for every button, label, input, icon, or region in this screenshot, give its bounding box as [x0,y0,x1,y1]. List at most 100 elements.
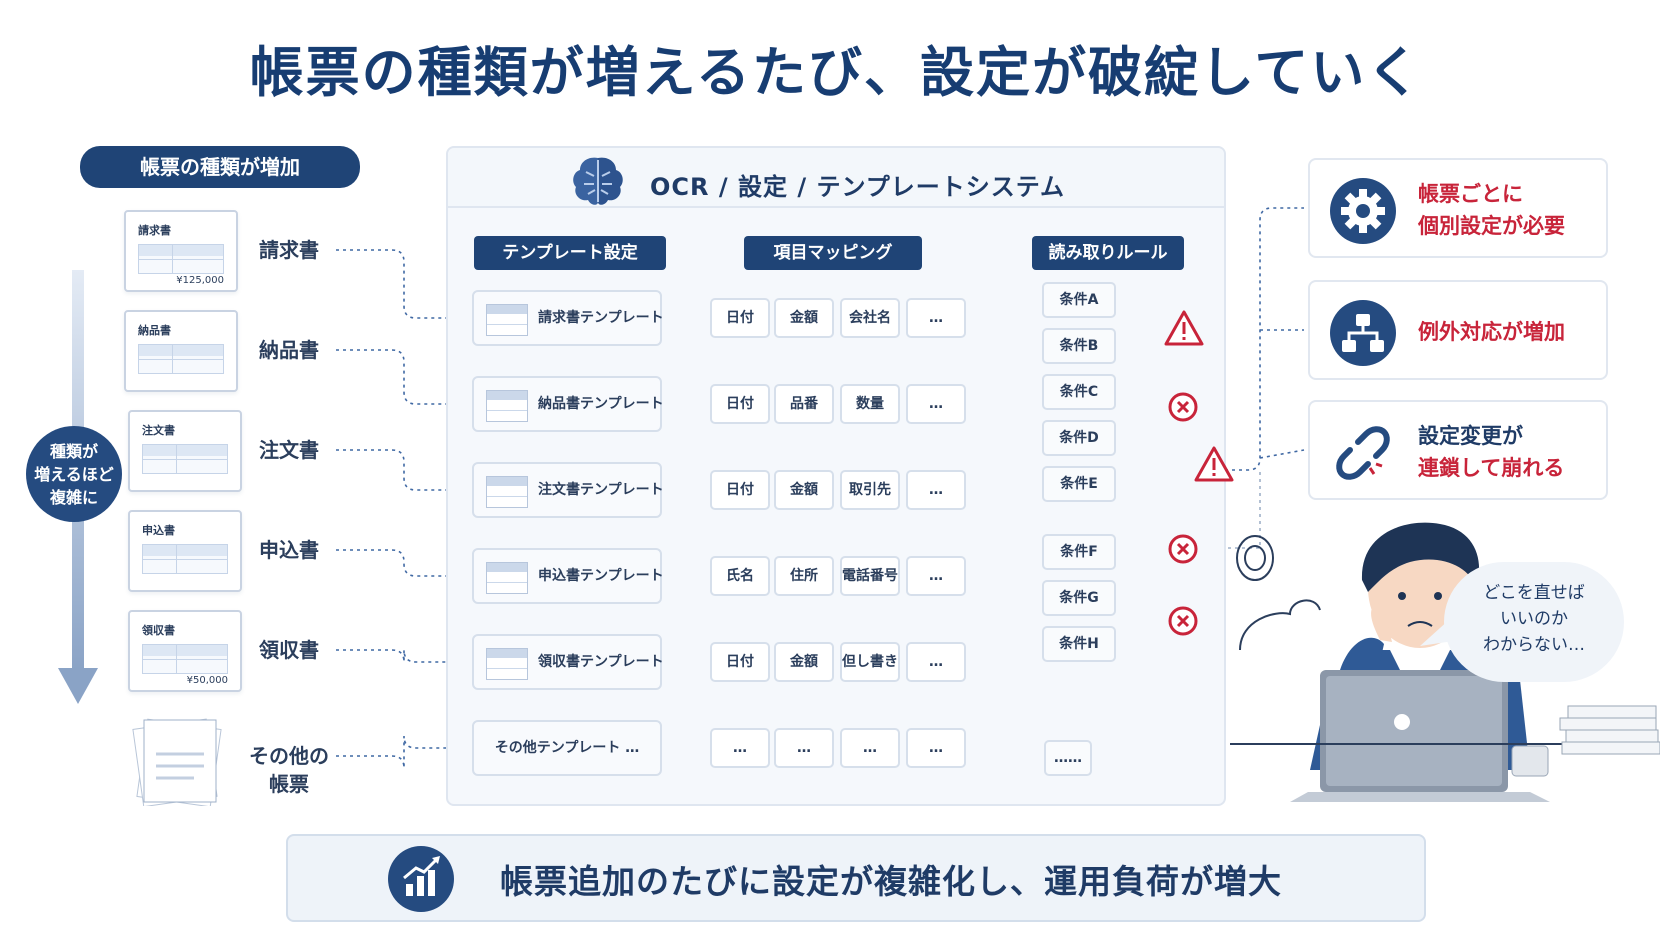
mapping-field-chip[interactable]: … [906,642,966,682]
document-type-label: その他の 帳票 [249,744,329,796]
document-table-graphic [142,544,228,574]
document-thumbnail: 注文書 [128,410,242,492]
mapping-field-chip[interactable]: 数量 [840,384,900,424]
document-thumbnail: 請求書¥125,000 [124,210,238,292]
mapping-field-chip[interactable]: … [774,728,834,768]
document-type-label: 請求書 [259,238,319,262]
doc-to-template-line [336,249,470,319]
mapping-field-chip[interactable]: … [906,556,966,596]
rule-condition[interactable]: 条件E [1042,466,1116,502]
document-type-label: 納品書 [259,338,319,362]
rule-condition[interactable]: 条件D [1042,420,1116,456]
issue-link-line [1218,207,1304,471]
template-card[interactable]: その他テンプレート … [472,720,662,776]
column-header-mapping: 項目マッピング [744,236,922,270]
complexity-badge: 種類が 増えるほど 複雑に [26,426,122,522]
mapping-field-chip[interactable]: … [906,728,966,768]
issue-card: 設定変更が連鎖して崩れる [1308,400,1608,500]
document-type-label: 領収書 [259,638,319,662]
mapping-field-chip[interactable]: 金額 [774,298,834,338]
document-thumbnail: 領収書 ¥50,000 [128,610,242,692]
error-x-icon [1168,534,1198,564]
document-table-graphic [138,244,224,274]
rule-condition[interactable]: …… [1044,740,1092,776]
document-table-graphic [142,444,228,474]
issue-link-line [1200,470,1261,549]
mapping-field-chip[interactable]: 品番 [774,384,834,424]
template-card[interactable]: 納品書テンプレート [472,376,664,432]
document-stack-icon [124,718,234,808]
template-icon [486,304,528,336]
template-label: その他テンプレート … [494,740,640,756]
template-label: 注文書テンプレート [538,482,664,498]
template-card[interactable]: 領収書テンプレート [472,634,664,690]
issue-card-text: 連鎖して崩れる [1418,456,1565,480]
mapping-field-chip[interactable]: … [906,298,966,338]
badge-line: 増えるほど [34,465,114,484]
mapping-field-chip[interactable]: … [710,728,770,768]
document-amount: ¥50,000 [186,675,228,686]
column-header-templates: テンプレート設定 [474,236,666,270]
mapping-field-chip[interactable]: … [906,384,966,424]
document-amount: ¥125,000 [176,275,224,286]
hierarchy-icon [1330,300,1396,366]
mapping-field-chip[interactable]: 日付 [710,470,770,510]
doc-to-template-line [336,735,470,769]
rule-condition[interactable]: 条件C [1042,374,1116,410]
template-card[interactable]: 申込書テンプレート [472,548,664,604]
document-type-label: 申込書 [259,538,319,562]
document-thumbnail-title: 申込書 [142,524,175,537]
speech-line: どこを直せば [1483,583,1585,603]
speech-line: わからない… [1483,635,1585,655]
document-thumbnail-title: 領収書 [142,624,175,637]
broken-link-icon [1330,420,1396,486]
mapping-field-chip[interactable]: 取引先 [840,470,900,510]
mapping-field-chip[interactable]: 氏名 [710,556,770,596]
issue-card-text: 例外対応が増加 [1418,320,1565,344]
mapping-field-chip[interactable]: 住所 [774,556,834,596]
page-title: 帳票の種類が増えるたび、設定が破綻していく [249,41,1423,104]
issue-card-text: 帳票ごとに [1418,182,1523,206]
issue-card: 例外対応が増加 [1308,280,1608,380]
document-table-graphic [142,644,228,674]
rule-condition[interactable]: 条件B [1042,328,1116,364]
document-thumbnail: 申込書 [128,510,242,592]
mapping-field-chip[interactable]: 会社名 [840,298,900,338]
error-x-icon [1168,606,1198,636]
mapping-field-chip[interactable]: 日付 [710,298,770,338]
warning-icon [1194,446,1234,482]
template-card[interactable]: 請求書テンプレート [472,290,664,346]
mapping-field-chip[interactable]: 日付 [710,384,770,424]
document-type-label: 注文書 [259,438,319,462]
rule-condition[interactable]: 条件G [1042,580,1116,616]
summary-text: 帳票追加のたびに設定が複雑化し、運用負荷が増大 [500,862,1282,901]
template-card[interactable]: 注文書テンプレート [472,462,664,518]
speech-line: いいのか [1500,609,1568,629]
template-label: 領収書テンプレート [538,654,664,670]
rule-condition[interactable]: 条件A [1042,282,1116,318]
error-x-icon [1168,392,1198,422]
mapping-field-chip[interactable]: 日付 [710,642,770,682]
mapping-field-chip[interactable]: 金額 [774,470,834,510]
document-thumbnail-title: 注文書 [142,424,175,437]
mapping-field-chip[interactable]: … [840,728,900,768]
warning-icon [1164,310,1204,346]
gear-icon [1330,178,1396,244]
badge-line: 種類が [49,442,98,461]
speech-bubble: どこを直せば いいのか わからない… [1444,562,1624,682]
badge-line: 複雑に [49,488,98,507]
rule-condition[interactable]: 条件H [1042,626,1116,662]
rule-condition[interactable]: 条件F [1042,534,1116,570]
doc-to-template-line [336,549,470,577]
mapping-field-chip[interactable]: 電話番号 [840,556,900,596]
mapping-field-chip[interactable]: … [906,470,966,510]
speech-bubble-tail [1420,610,1460,646]
template-label: 請求書テンプレート [538,310,664,326]
template-label: 申込書テンプレート [538,568,664,584]
mapping-field-chip[interactable]: 金額 [774,642,834,682]
template-icon [486,648,528,680]
mapping-field-chip[interactable]: 但し書き [840,642,900,682]
template-icon [486,476,528,508]
issue-card: 帳票ごとに個別設定が必要 [1308,158,1608,258]
column-header-rules: 読み取りルール [1032,236,1184,270]
